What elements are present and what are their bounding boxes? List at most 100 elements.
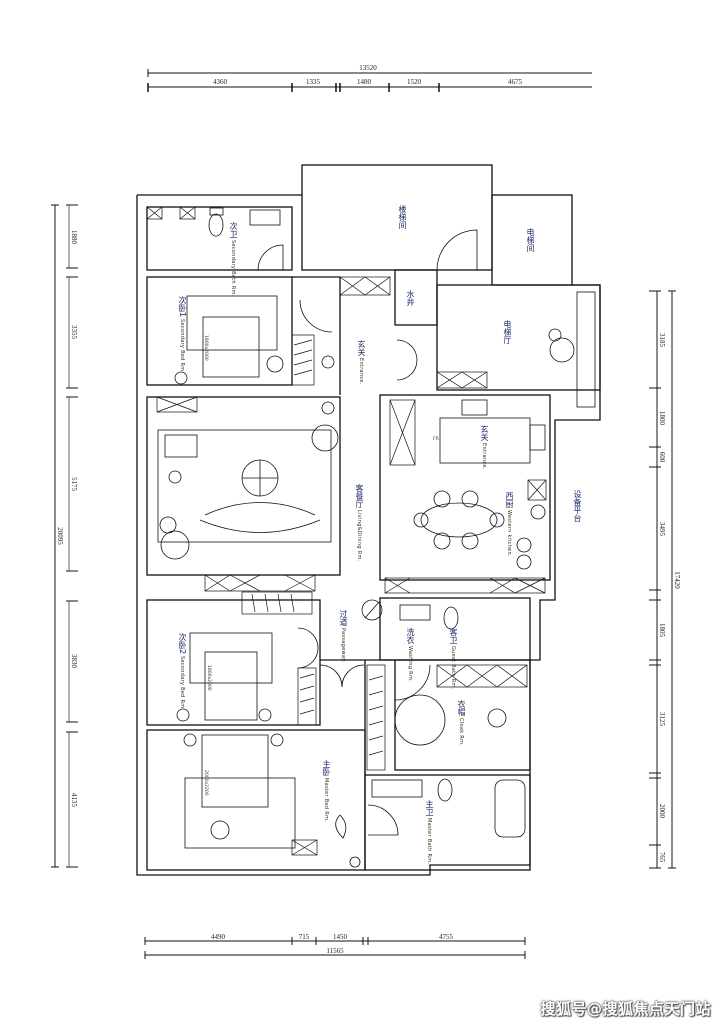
bathroom-fixtures: [208, 207, 526, 868]
room-name-en: Washing Rm.: [407, 646, 413, 683]
dim-right-4: 3495: [658, 522, 666, 537]
dim-top-1: 4360: [213, 78, 228, 86]
room-name-cn: 客餐厅: [355, 484, 364, 508]
toilet: [437, 778, 453, 802]
bed-size-label: 1800x2000: [206, 665, 212, 691]
dim-bottom-1: 4490: [211, 933, 226, 941]
room-label-equipment-platform: 设备平台: [573, 490, 582, 522]
room-label-guest-bath: 客卫 Guest Bath Rm.: [448, 628, 458, 690]
living-rug: [157, 429, 332, 543]
cooktop: [461, 399, 488, 416]
bottom-dimension-chain: [144, 937, 526, 959]
dim-bottom-2: 715: [299, 933, 310, 941]
room-name-cn: 水井: [406, 290, 415, 306]
dim-right-8: 765: [658, 852, 666, 863]
cabinets: [146, 206, 547, 856]
room-name-cn: 次卧2: [178, 633, 187, 655]
rug-master: [184, 777, 296, 849]
sofa-curve: [204, 502, 316, 516]
lounge-chair: [311, 424, 339, 452]
room-name-en: Secondary Bed Rm.: [179, 319, 185, 374]
room-name-cn: 洗衣: [406, 628, 415, 644]
room-name-cn: 主卧: [322, 760, 331, 776]
toilet: [443, 606, 459, 630]
fridge-label: FR: [433, 436, 439, 442]
rug-bedroom1: [186, 295, 278, 351]
room-name-cn: 西厨: [505, 492, 514, 508]
room-label-elevator-shaft: 电梯间: [526, 228, 535, 252]
walls: [136, 164, 601, 876]
room-label-master-bath: 主卫Master Bath Rm.: [424, 800, 434, 864]
room-label-entrance-2: 玄关Entrance.: [479, 425, 489, 470]
dim-top-total: 13520: [359, 64, 377, 72]
dim-right-5: 1805: [658, 623, 666, 638]
secondary-bath-wall: [146, 206, 293, 271]
room-name-en: Western kitchen.: [506, 510, 512, 557]
dining-furniture: [413, 399, 546, 570]
plant-icon: [160, 530, 190, 560]
dim-left-4: 3830: [70, 654, 78, 669]
dim-left-5: 4135: [70, 793, 78, 808]
room-label-cloak: 衣帽 Cloak Rm.: [456, 700, 466, 746]
dim-top-2: 1335: [306, 78, 321, 86]
room-name-en: Master Bath Rm.: [426, 818, 432, 865]
bed-master: [201, 734, 269, 808]
dim-bottom-4: 4755: [439, 933, 454, 941]
room-name-cn: 过道: [339, 610, 348, 626]
room-name-en: Guest Bath Rm.: [450, 646, 456, 690]
wardrobes: [241, 334, 386, 771]
room-label-western-kitchen: 西厨 Western kitchen.: [504, 492, 514, 557]
dim-right-1: 3185: [658, 333, 666, 348]
living-furniture: [157, 424, 339, 560]
bed-bedroom1: [202, 316, 260, 378]
armchair: [164, 434, 198, 458]
room-label-water-shaft: 水井: [406, 290, 415, 306]
watermark: 搜狐号@搜狐焦点天门站: [540, 1000, 711, 1018]
dim-left-3: 5175: [70, 477, 78, 492]
bedroom1-wall: [146, 276, 293, 386]
room-name-cn: 设备平台: [573, 490, 582, 522]
room-name-en: Secondary Bath Rm.: [230, 240, 236, 297]
room-name-en: Passageway.: [340, 628, 346, 663]
stairwell-outline: [301, 164, 493, 271]
doors: [257, 229, 478, 836]
dim-top-3: 1480: [357, 78, 372, 86]
left-dimension-chain: [51, 204, 78, 868]
dim-left-1: 1880: [70, 230, 78, 245]
room-name-cn: 次卫: [229, 222, 238, 238]
top-dimension-chain: [147, 69, 592, 92]
beds: [174, 295, 296, 849]
bed-bedroom2: [204, 651, 258, 721]
dim-right-7: 2000: [658, 804, 666, 819]
dim-bottom-3: 1450: [333, 933, 348, 941]
hall-furniture: [321, 291, 596, 621]
room-label-living-dining: 客餐厅 Living&Dining Rm.: [354, 484, 364, 562]
room-name-cn: 电梯间: [526, 228, 535, 252]
room-name-cn: 客卫: [449, 628, 458, 644]
bathtub: [494, 779, 526, 838]
room-label-passageway: 过道 Passageway.: [338, 610, 348, 663]
toilet: [208, 213, 224, 237]
dim-left-total: 20095: [56, 527, 64, 545]
room-name-en: Entrance.: [481, 443, 487, 470]
room-label-stairwell: 楼梯间: [398, 205, 407, 229]
room-name-cn: 衣帽: [457, 700, 466, 716]
room-name-en: Living&Dining Rm.: [356, 510, 362, 562]
dimension-labels: 13520 4360 1335 1480 1520 4675 4490 715 …: [56, 64, 681, 955]
dim-right-total: 17420: [673, 571, 681, 589]
bed-size-label: 2000x2200: [203, 770, 209, 796]
dim-right-3: 600: [658, 452, 666, 463]
cloak-rug: [394, 694, 446, 746]
room-name-en: Cloak Rm.: [458, 718, 464, 747]
basin: [399, 604, 431, 621]
room-name-cn: 玄关: [357, 340, 366, 356]
dim-top-5: 4675: [508, 78, 523, 86]
room-name-en: Secondary Bed Rm.: [179, 656, 185, 711]
dim-left-2: 3355: [70, 325, 78, 340]
dining-table: [420, 502, 498, 538]
rug-bedroom2: [189, 632, 273, 684]
room-label-washing: 洗衣 Washing Rm.: [405, 628, 415, 682]
room-name-en: Master Bed Rm.: [323, 778, 329, 823]
